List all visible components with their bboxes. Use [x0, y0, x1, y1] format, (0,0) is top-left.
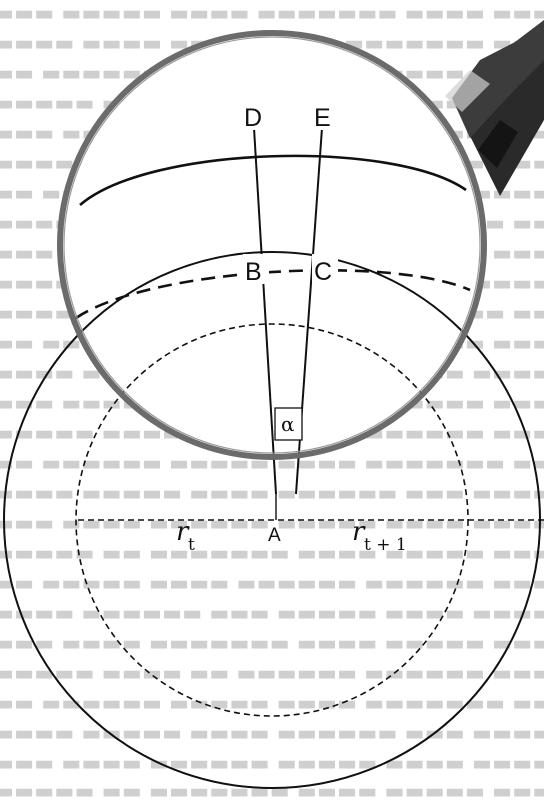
- svg-text:▬▬▬▬▬ ▬▬ ▬▬▬▬▬▬▬ ▬▬▬▬ ▬▬▬▬▬ ▬▬: ▬▬▬▬▬ ▬▬ ▬▬▬▬▬▬▬ ▬▬▬▬ ▬▬▬▬▬ ▬▬▬▬: [0, 779, 544, 800]
- magnifier-rim: [57, 30, 487, 460]
- svg-text:▬▬▬▬ ▬▬▬▬▬ ▬▬▬▬ ▬▬▬▬▬▬ ▬▬▬ ▬▬▬: ▬▬▬▬ ▬▬▬▬▬ ▬▬▬▬ ▬▬▬▬▬▬ ▬▬▬ ▬▬▬▬▬▬: [0, 481, 544, 505]
- magnified-dashed-arc: [75, 268, 471, 320]
- magnifier-handle: [445, 20, 544, 196]
- svg-text:▬▬▬▬ ▬▬▬▬▬ ▬▬▬▬ ▬▬▬▬▬▬ ▬▬▬ ▬▬▬: ▬▬▬▬ ▬▬▬▬▬ ▬▬▬▬ ▬▬▬▬▬▬ ▬▬▬ ▬▬▬▬▬▬: [0, 721, 544, 745]
- magnifier-lens: [60, 33, 484, 457]
- svg-text:▬▬ ▬▬▬▬▬▬ ▬▬▬▬▬ ▬▬▬▬ ▬▬▬▬▬▬▬ ▬: ▬▬ ▬▬▬▬▬▬ ▬▬▬▬▬ ▬▬▬▬ ▬▬▬▬▬▬▬ ▬▬▬: [0, 691, 544, 715]
- svg-text:▬▬▬ ▬▬▬▬ ▬▬▬▬▬▬ ▬▬▬▬▬ ▬▬▬▬ ▬▬▬: ▬▬▬ ▬▬▬▬ ▬▬▬▬▬▬ ▬▬▬▬▬ ▬▬▬▬ ▬▬▬▬▬: [0, 751, 544, 775]
- label-r-t1: r: [352, 517, 366, 547]
- label-A: A: [268, 525, 281, 546]
- svg-text:▬▬▬▬▬ ▬▬ ▬▬▬▬▬▬▬ ▬▬▬▬ ▬▬▬▬▬ ▬▬: ▬▬▬▬▬ ▬▬ ▬▬▬▬▬▬▬ ▬▬▬▬ ▬▬▬▬▬ ▬▬▬▬: [0, 541, 544, 565]
- magnified-outer-arc: [79, 154, 467, 206]
- label-E: E: [314, 104, 331, 132]
- label-C: C: [314, 258, 332, 286]
- radius-line-BD: [253, 127, 277, 495]
- svg-text:▬▬▬ ▬▬▬▬ ▬▬▬▬▬▬▬ ▬▬▬▬ ▬▬▬▬▬ ▬▬: ▬▬▬ ▬▬▬▬ ▬▬▬▬▬▬▬ ▬▬▬▬ ▬▬▬▬▬ ▬▬▬▬: [0, 631, 544, 655]
- magnifier-rim-inner: [63, 36, 481, 454]
- svg-text:▬▬ ▬▬▬▬▬ ▬▬▬▬ ▬▬▬▬▬▬ ▬▬▬▬▬▬ ▬▬: ▬▬ ▬▬▬▬▬ ▬▬▬▬ ▬▬▬▬▬▬ ▬▬▬▬▬▬ ▬▬▬▬▬: [0, 571, 544, 595]
- svg-text:▬▬▬ ▬▬▬▬ ▬▬▬▬▬▬ ▬▬▬▬▬ ▬▬▬▬ ▬▬▬: ▬▬▬ ▬▬▬▬ ▬▬▬▬▬▬ ▬▬▬▬▬ ▬▬▬▬ ▬▬▬▬▬: [0, 511, 544, 535]
- svg-text:▬▬▬▬ ▬▬▬▬▬▬ ▬▬▬ ▬▬▬▬▬ ▬▬▬▬ ▬▬▬: ▬▬▬▬ ▬▬▬▬▬▬ ▬▬▬ ▬▬▬▬▬ ▬▬▬▬ ▬▬▬▬▬▬: [0, 601, 544, 625]
- label-r-t-sub: t: [188, 535, 195, 555]
- svg-text:▬▬▬ ▬▬▬▬▬ ▬▬▬▬ ▬▬▬▬▬▬▬ ▬▬▬▬ ▬▬: ▬▬▬ ▬▬▬▬▬ ▬▬▬▬ ▬▬▬▬▬▬▬ ▬▬▬▬ ▬▬▬▬▬: [0, 1, 544, 25]
- label-r-t1-sub: t + 1: [364, 535, 407, 555]
- label-D: D: [244, 104, 262, 132]
- label-B: B: [245, 258, 262, 286]
- label-alpha: α: [281, 412, 295, 436]
- svg-text:▬▬▬▬▬ ▬▬▬▬ ▬▬ ▬▬▬▬▬▬ ▬▬▬▬▬▬ ▬▬: ▬▬▬▬▬ ▬▬▬▬ ▬▬ ▬▬▬▬▬▬ ▬▬▬▬▬▬ ▬▬▬▬▬: [0, 661, 544, 685]
- label-r-t: r: [176, 517, 190, 547]
- angle-marker: [274, 407, 303, 441]
